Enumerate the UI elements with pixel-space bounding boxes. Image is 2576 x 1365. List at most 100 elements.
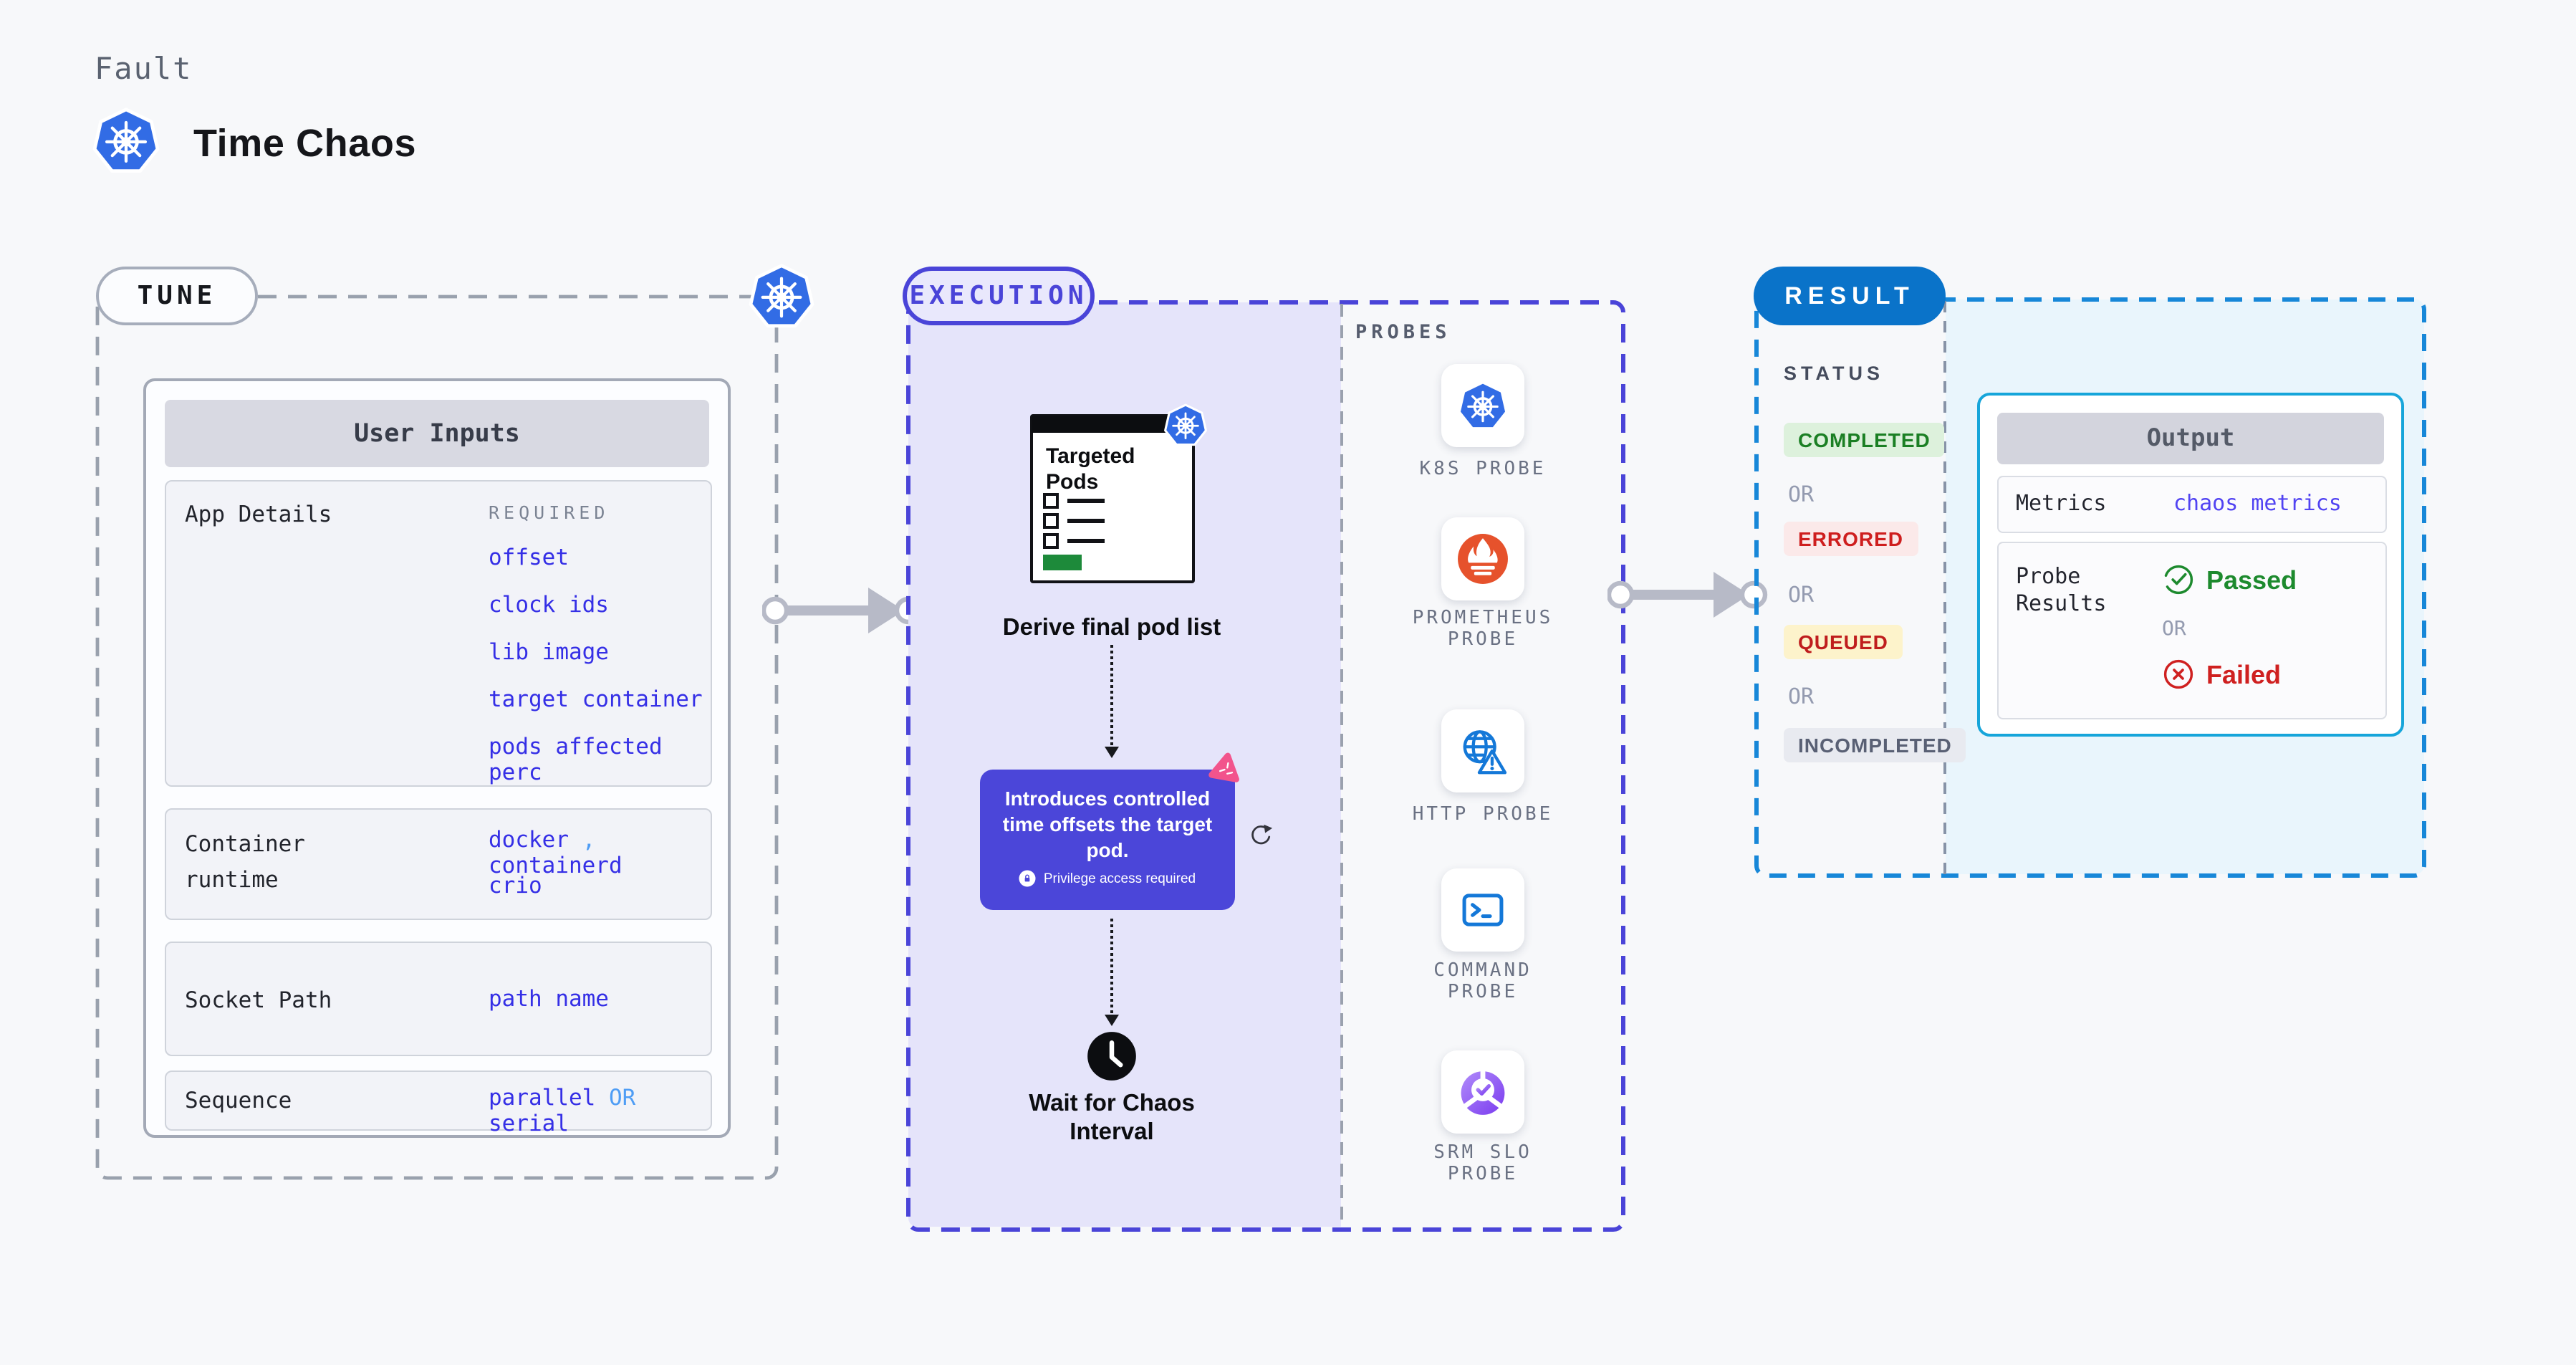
- probe-results-label: Probe Results: [2016, 563, 2107, 616]
- app-details-row: App Details REQUIRED offset clock ids li…: [165, 480, 712, 787]
- failed-x-icon: [2162, 658, 2195, 691]
- arrow-execution-to-result: [1607, 572, 1768, 618]
- checkbox-icon: [1043, 533, 1059, 549]
- probe-label-prometheus: PROMETHEUS PROBE: [1412, 608, 1554, 651]
- kubernetes-pod-badge-icon: [1163, 403, 1208, 447]
- metrics-label: Metrics: [2016, 490, 2107, 516]
- privilege-row: Privilege access required: [980, 870, 1235, 887]
- prometheus-icon: [1456, 532, 1510, 586]
- checkbox-icon: [1043, 513, 1059, 529]
- globe-warning-icon: [1457, 725, 1509, 777]
- probe-card-command: [1441, 868, 1524, 952]
- runtime-crio[interactable]: crio: [489, 873, 542, 899]
- output-panel: Output Metrics chaos metrics Probe Resul…: [1977, 393, 2404, 737]
- or-separator: OR: [1788, 684, 1815, 709]
- or-separator: OR: [2162, 618, 2186, 641]
- dotted-connector-arrowhead: [1105, 1015, 1119, 1026]
- status-badge-queued: QUEUED: [1784, 625, 1903, 659]
- pod-line: [1067, 519, 1105, 522]
- status-badge-incompleted: INCOMPLETED: [1784, 728, 1966, 762]
- status-title: STATUS: [1784, 363, 1884, 384]
- page-title: Time Chaos: [193, 122, 417, 165]
- wait-chaos-interval-label: Wait for Chaos Interval: [1029, 1091, 1195, 1145]
- metrics-value-link[interactable]: chaos metrics: [2173, 490, 2342, 516]
- probe-results-row: Probe Results Passed OR Failed: [1997, 542, 2387, 719]
- litmus-chaos-icon: [1206, 748, 1244, 786]
- container-runtime-label: Container runtime: [185, 831, 305, 893]
- sequence-or: OR: [609, 1085, 636, 1111]
- runtime-containerd[interactable]: containerd: [489, 853, 623, 878]
- checkbox-icon: [1043, 493, 1059, 509]
- tune-dashed-border: [95, 294, 779, 1180]
- passed-check-icon: [2162, 563, 2195, 596]
- probe-card-prometheus: [1441, 517, 1524, 600]
- kubernetes-icon: [1457, 380, 1509, 431]
- kubernetes-logo-icon: [92, 106, 160, 175]
- runtime-docker[interactable]: docker: [489, 827, 569, 853]
- or-separator: OR: [1788, 482, 1815, 507]
- probe-card-k8s: [1441, 364, 1524, 447]
- dotted-connector: [1110, 645, 1113, 745]
- probe-label-http: HTTP PROBE: [1412, 804, 1554, 825]
- link-lib-image[interactable]: lib image: [489, 639, 609, 665]
- tune-badge: TUNE: [96, 267, 258, 325]
- execution-badge-label: EXECUTION: [909, 281, 1088, 311]
- sequence-row: Sequence parallel OR serial: [165, 1071, 712, 1136]
- probe-label-command: COMMAND PROBE: [1433, 960, 1532, 1003]
- chaos-note-text: Introduces controlled time offsets the t…: [1002, 787, 1213, 861]
- sequence-parallel[interactable]: parallel: [489, 1085, 596, 1111]
- pod-line: [1067, 499, 1105, 502]
- execution-dashed-border: [906, 300, 1625, 1232]
- result-badge: RESULT: [1754, 267, 1946, 325]
- kubernetes-corner-icon: [748, 262, 815, 330]
- socket-path-row: Socket Path path name: [165, 942, 712, 1056]
- link-clock-ids[interactable]: clock ids: [489, 592, 609, 618]
- link-target-container[interactable]: target container: [489, 686, 703, 712]
- fault-eyebrow: Fault: [95, 52, 193, 86]
- derive-final-pod-list-label: Derive final pod list: [1002, 615, 1221, 641]
- link-pods-affected-perc[interactable]: pods affected perc: [489, 734, 663, 785]
- dotted-connector: [1110, 919, 1113, 1013]
- progress-bar: [1043, 555, 1082, 570]
- user-inputs-panel: User Inputs App Details REQUIRED offset …: [143, 378, 731, 1138]
- targeted-pods-title: Targeted Pods: [1046, 444, 1135, 494]
- privilege-label: Privilege access required: [1043, 871, 1196, 886]
- lock-icon: [1019, 870, 1037, 887]
- execution-badge: EXECUTION: [903, 267, 1095, 325]
- runtime-comma: ,: [582, 827, 596, 853]
- status-badge-completed: COMPLETED: [1784, 423, 1945, 457]
- socket-path-value[interactable]: path name: [489, 986, 609, 1012]
- slo-donut-check-icon: [1456, 1065, 1510, 1119]
- output-header: Output: [1997, 413, 2384, 464]
- metrics-row: Metrics chaos metrics: [1997, 476, 2387, 533]
- pod-line: [1067, 539, 1105, 542]
- tune-badge-label: TUNE: [137, 281, 217, 311]
- user-inputs-header: User Inputs: [165, 400, 709, 467]
- chaos-note: Introduces controlled time offsets the t…: [980, 770, 1235, 910]
- probe-card-http: [1441, 709, 1524, 792]
- result-badge-label: RESULT: [1784, 282, 1915, 309]
- arrow-tune-to-execution: [762, 588, 923, 633]
- required-tag: REQUIRED: [489, 502, 610, 523]
- targeted-pods-card: Targeted Pods: [1030, 414, 1195, 583]
- terminal-icon: [1457, 884, 1509, 936]
- container-runtime-values[interactable]: docker , containerd: [489, 827, 711, 878]
- or-separator: OR: [1788, 582, 1815, 608]
- probe-card-srm-slo: [1441, 1050, 1524, 1134]
- probe-label-srm-slo: SRM SLO PROBE: [1433, 1142, 1532, 1185]
- sequence-label: Sequence: [185, 1088, 292, 1113]
- clock-icon: [1086, 1030, 1138, 1082]
- link-offset[interactable]: offset: [489, 545, 569, 570]
- failed-label: Failed: [2206, 661, 2282, 689]
- app-details-label: App Details: [185, 502, 332, 527]
- probes-title: PROBES: [1355, 321, 1451, 344]
- socket-path-label: Socket Path: [185, 987, 332, 1013]
- passed-label: Passed: [2206, 566, 2297, 595]
- dotted-connector-arrowhead: [1105, 747, 1119, 758]
- result-dashed-border: [1754, 297, 2426, 878]
- sequence-serial[interactable]: serial: [489, 1111, 569, 1136]
- sequence-value[interactable]: parallel OR serial: [489, 1085, 711, 1136]
- status-badge-errored: ERRORED: [1784, 522, 1918, 556]
- probe-label-k8s: K8S PROBE: [1419, 459, 1547, 480]
- refresh-icon: [1246, 820, 1277, 850]
